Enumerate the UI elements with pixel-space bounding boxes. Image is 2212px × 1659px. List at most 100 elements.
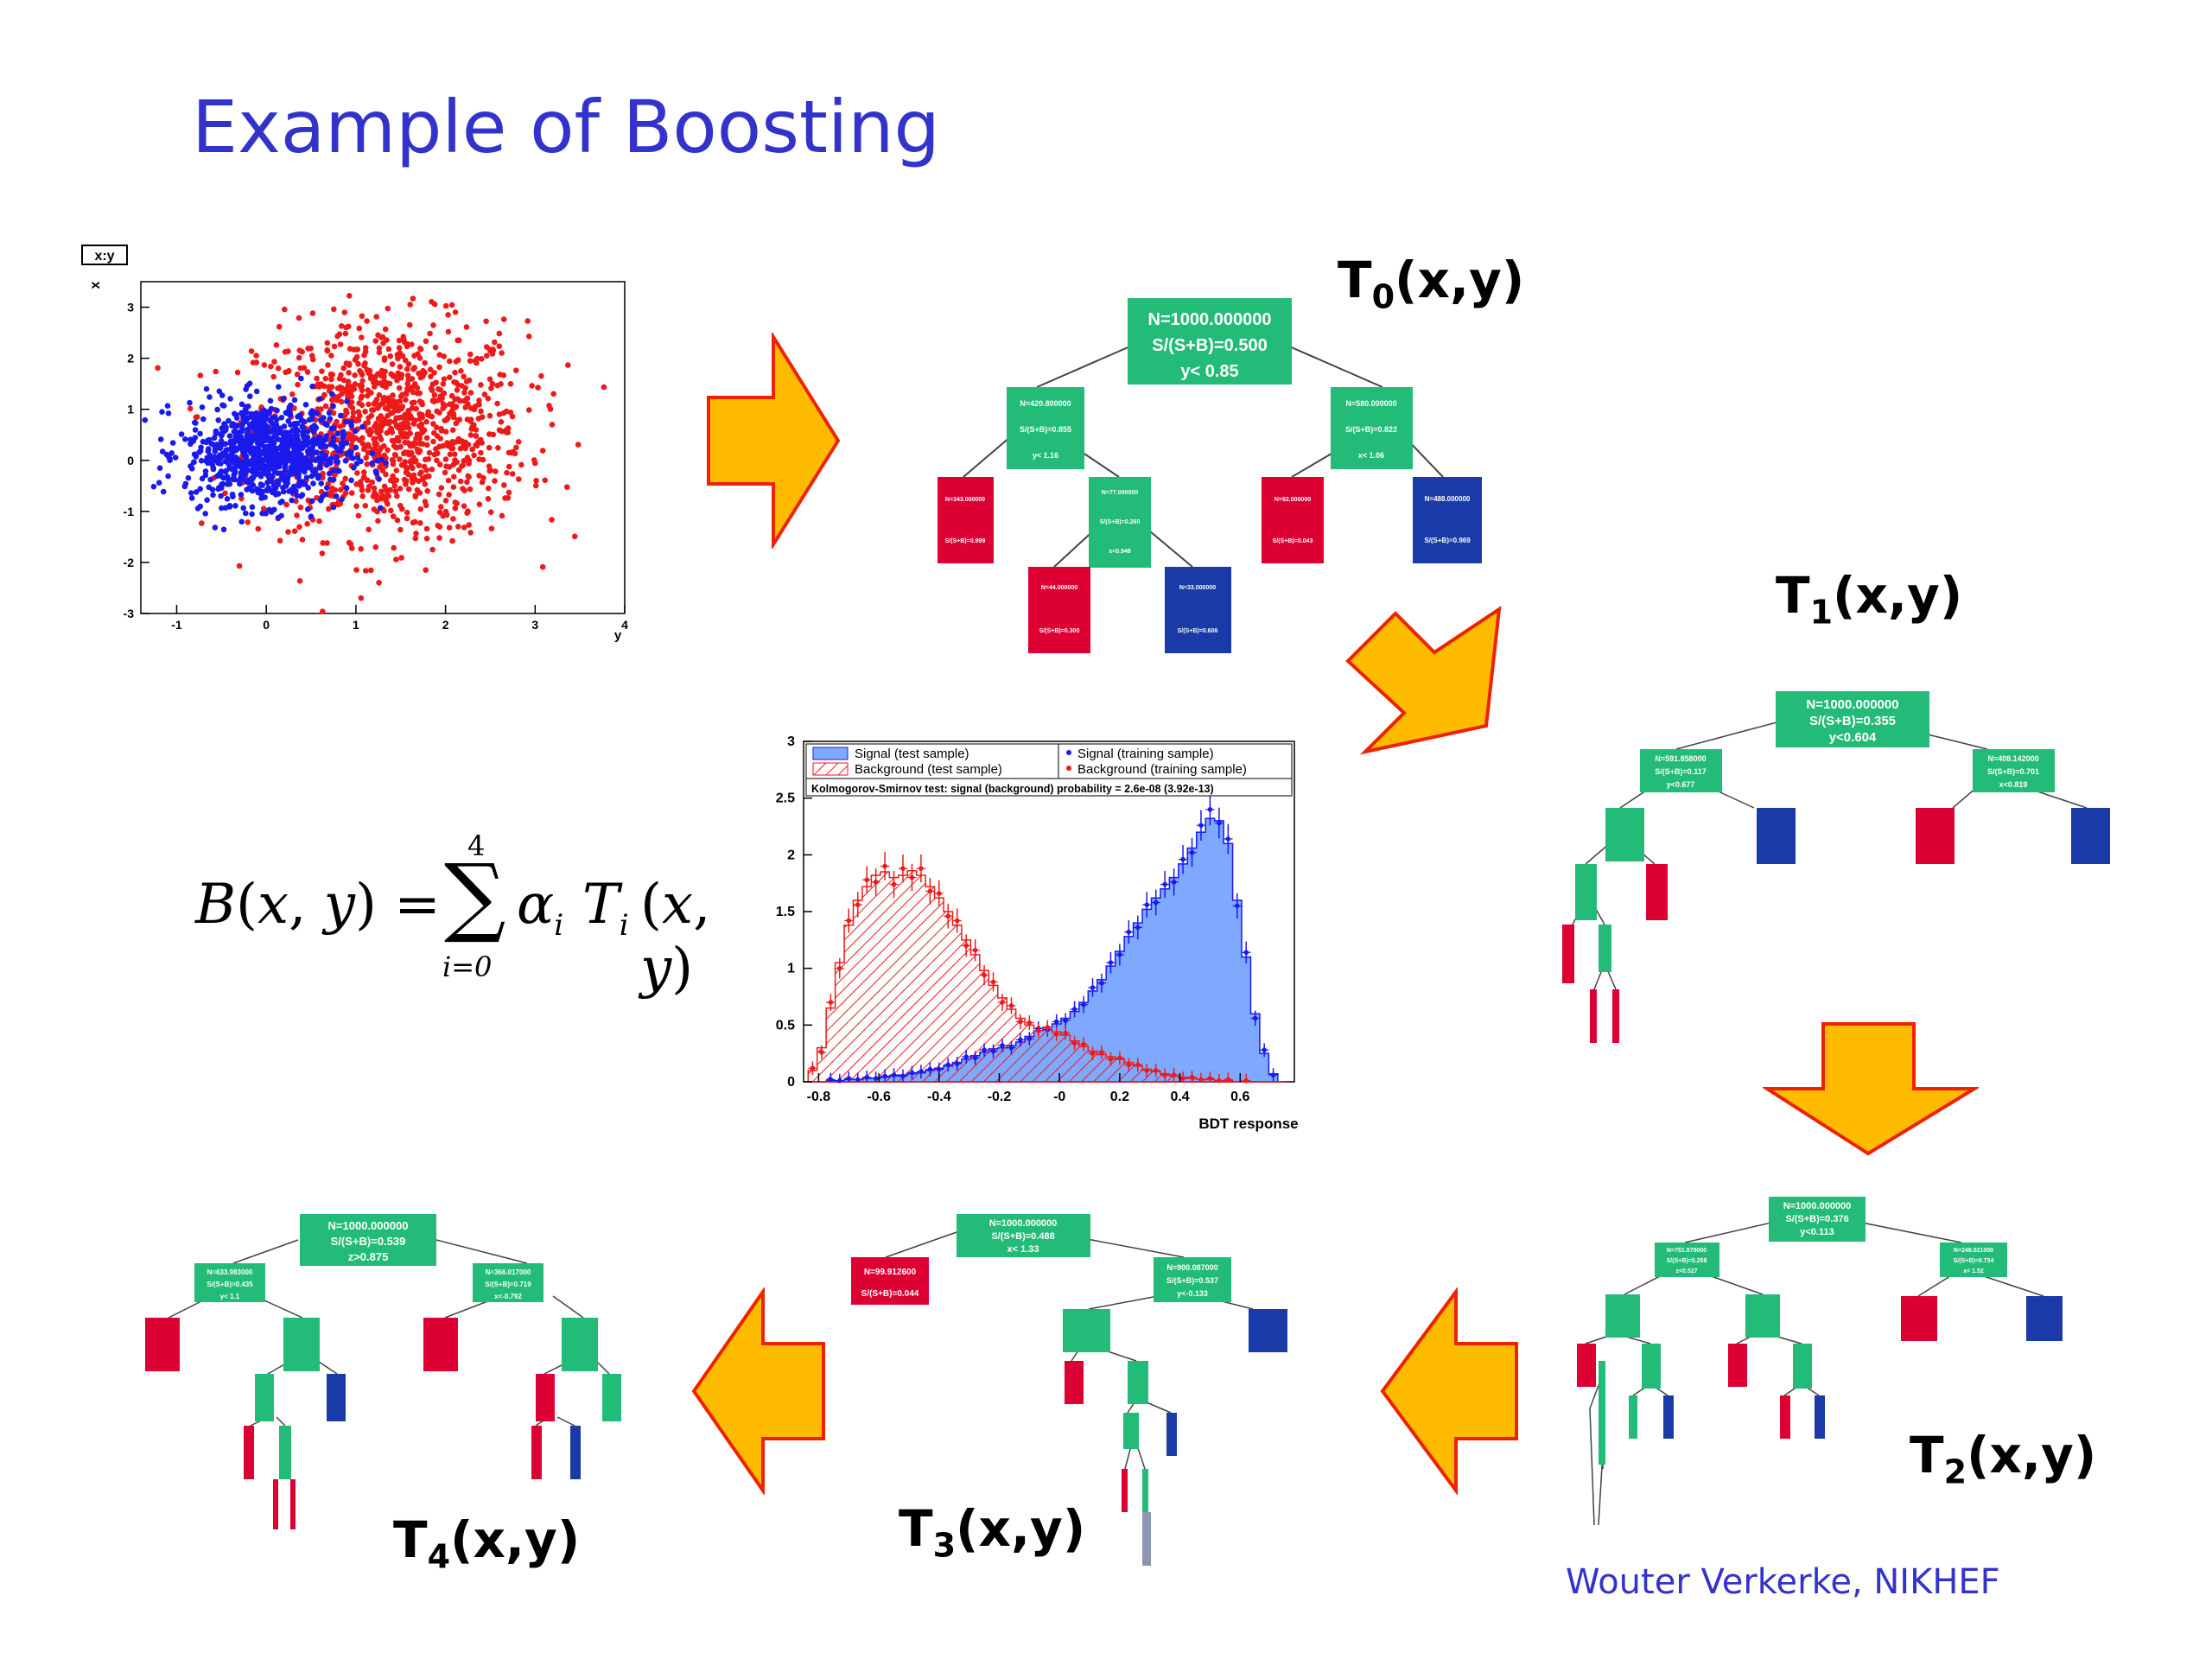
scatter-point-blue	[296, 446, 302, 453]
scatter-point-red	[404, 515, 410, 522]
node-text: S/(S+B)=0.376	[1785, 1214, 1848, 1224]
signal-training-point	[963, 1054, 969, 1059]
background-training-point	[810, 1065, 816, 1071]
scatter-point-blue	[259, 467, 266, 474]
scatter-point-red	[354, 470, 360, 476]
tree-t0-root	[1128, 298, 1292, 385]
scatter-point-blue	[240, 505, 246, 512]
scatter-point-blue	[228, 444, 235, 451]
tree-t0-leaf-blue	[1165, 567, 1231, 653]
scatter-point-blue	[190, 459, 197, 466]
scatter-point-blue	[265, 469, 271, 476]
background-training-point	[972, 947, 978, 953]
scatter-point-blue	[295, 420, 301, 427]
scatter-point-red	[320, 540, 327, 546]
scatter-point-red	[339, 391, 345, 397]
scatter-point-blue	[305, 440, 312, 446]
signal-training-point	[882, 1073, 887, 1079]
signal-training-point	[972, 1055, 978, 1061]
scatter-point-red	[430, 438, 436, 445]
scatter-point-blue	[226, 480, 232, 487]
scatter-point-red	[442, 403, 448, 409]
scatter-point-red	[532, 482, 539, 489]
scatter-point-blue	[215, 417, 221, 423]
background-training-point	[1053, 1032, 1059, 1037]
scatter-point-red	[478, 449, 484, 456]
chart-xtick-label: -0.4	[927, 1090, 951, 1104]
scatter-point-red	[424, 487, 431, 494]
scatter-point-red	[318, 381, 325, 387]
scatter-point-red	[412, 518, 418, 525]
scatter-point-blue	[227, 440, 234, 447]
scatter-point-blue	[246, 434, 252, 441]
scatter-point-blue	[165, 410, 172, 416]
scatter-point-red	[394, 493, 400, 499]
scatter-point-blue	[289, 428, 296, 434]
scatter-xtick-label: -1	[171, 618, 182, 632]
scatter-point-blue	[233, 415, 240, 421]
scatter-point-red	[340, 365, 347, 372]
scatter-point-blue	[165, 473, 171, 480]
scatter-point-blue	[249, 420, 255, 427]
scatter-point-blue	[318, 480, 325, 486]
scatter-point-red	[436, 524, 443, 530]
scatter-point-blue	[288, 402, 294, 409]
signal-training-point	[1144, 902, 1150, 907]
scatter-point-red	[347, 389, 354, 395]
scatter-point-red	[384, 489, 391, 495]
scatter-point-red	[316, 518, 322, 524]
scatter-point-red	[296, 524, 302, 531]
chart-xlabel: BDT response	[1198, 1116, 1298, 1132]
scatter-point-red	[415, 351, 421, 357]
scatter-point-red	[434, 408, 440, 415]
signal-training-point	[837, 1077, 842, 1084]
scatter-point-blue	[276, 491, 282, 497]
scatter-point-blue	[188, 495, 195, 501]
node-text: y<-0.133	[1177, 1289, 1208, 1298]
scatter-point-blue	[369, 460, 375, 467]
scatter-point-red	[364, 392, 371, 399]
tree-t2-leaf-blue	[1815, 1395, 1825, 1439]
tree-t4-leaf-red	[244, 1426, 254, 1479]
scatter-point-blue	[348, 449, 354, 455]
scatter-point-blue	[221, 422, 228, 428]
scatter-point-red	[461, 373, 467, 380]
scatter-point-blue	[178, 431, 185, 437]
boosting-formula: B(x, y) = 4 ∑ i=0 αi Ti (x, y)	[195, 828, 766, 1001]
scatter-point-red	[376, 429, 383, 435]
legend-signal-train: Signal (training sample)	[1077, 747, 1214, 761]
scatter-point-blue	[334, 430, 341, 437]
scatter-point-red	[428, 373, 434, 380]
scatter-point-red	[490, 431, 497, 438]
tree-t0-leaf-blue	[1413, 477, 1482, 563]
scatter-point-blue	[226, 433, 233, 439]
scatter-point-red	[404, 365, 410, 372]
scatter-point-red	[381, 373, 387, 380]
scatter-point-red	[433, 424, 440, 430]
scatter-point-blue	[220, 526, 227, 533]
signal-training-point	[1018, 1037, 1023, 1043]
scatter-point-blue	[255, 489, 261, 496]
tree-t2-leaf-blue	[1663, 1395, 1674, 1439]
scatter-point-blue	[353, 444, 359, 451]
scatter-title: x:y	[94, 249, 114, 264]
chart-xtick-label: -0.6	[867, 1090, 891, 1104]
scatter-point-red	[529, 383, 535, 389]
scatter-point-red	[455, 438, 462, 445]
tree-t4-leaf-red	[423, 1318, 458, 1371]
ks-test-text: Kolmogorov-Smirnov test: signal (backgro…	[811, 783, 1214, 795]
scatter-point-red	[408, 413, 414, 420]
scatter-point-blue	[330, 467, 337, 474]
node-text: N=488.000000	[1425, 495, 1471, 503]
scatter-point-blue	[333, 493, 340, 499]
scatter-point-red	[372, 384, 378, 390]
scatter-point-red	[193, 414, 200, 421]
scatter-point-blue	[256, 416, 263, 423]
scatter-point-red	[296, 315, 302, 321]
scatter-point-red	[509, 413, 516, 420]
legend-swatch-background-test	[812, 762, 849, 776]
scatter-point-red	[353, 503, 359, 509]
scatter-point-blue	[310, 480, 316, 486]
